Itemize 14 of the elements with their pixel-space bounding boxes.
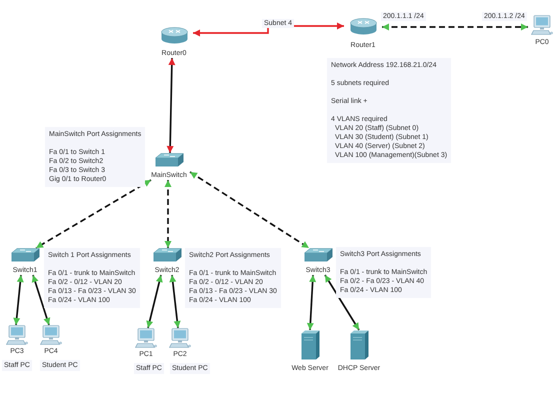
network-cable [166,58,176,154]
network-cable [190,171,310,249]
network-cable [169,274,181,328]
network-cable [382,24,528,30]
network-cable [36,179,152,249]
network-cable [146,274,163,328]
network-cable [32,274,50,326]
network-cable [306,274,316,330]
note-card [336,247,432,298]
network-cable [324,274,360,330]
note-card [45,127,146,187]
note-card [44,248,140,308]
network-cable [13,274,24,326]
network-cable [164,180,172,248]
